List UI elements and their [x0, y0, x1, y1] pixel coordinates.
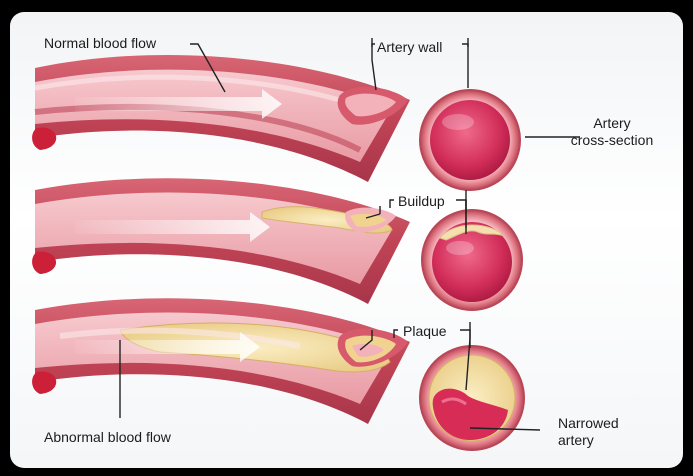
label-abnormal-blood-flow: Abnormal blood flow — [44, 429, 172, 445]
cross-section-buildup — [422, 210, 522, 310]
blood-cut-end — [32, 128, 56, 150]
artery-normal — [32, 55, 410, 182]
label-plaque: Plaque — [403, 323, 447, 339]
label-artery-wall: Artery wall — [377, 39, 442, 55]
diagram-frame: Normal blood flow Artery wall Artery cro… — [10, 12, 683, 468]
label-buildup: Buildup — [398, 193, 445, 209]
blood-cut-end — [32, 372, 56, 394]
label-narrowed-line2: artery — [558, 432, 594, 448]
atherosclerosis-diagram: Normal blood flow Artery wall Artery cro… — [10, 12, 683, 468]
artery-plaque — [32, 298, 410, 424]
label-normal-blood-flow: Normal blood flow — [44, 35, 157, 51]
cross-section-plaque — [420, 346, 524, 450]
label-narrowed-line1: Narrowed — [558, 415, 619, 431]
cross-section-normal — [420, 90, 520, 190]
label-cross-section-line2: cross-section — [571, 132, 653, 148]
label-artery-line1: Artery — [593, 115, 630, 131]
artery-buildup — [32, 178, 410, 304]
